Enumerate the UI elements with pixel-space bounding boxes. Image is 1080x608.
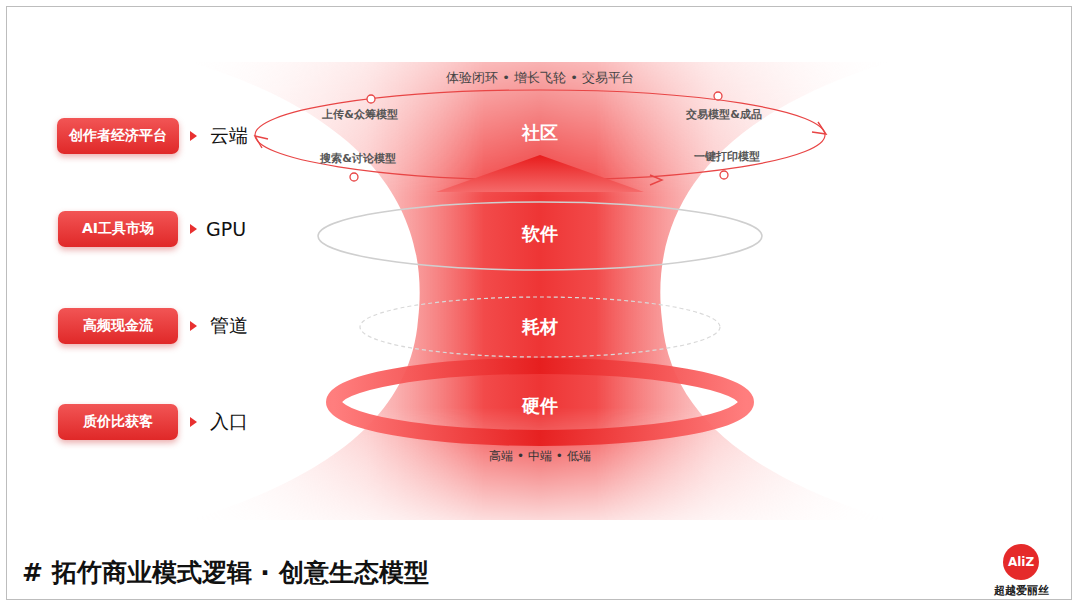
annotation: 一键打印模型 — [694, 149, 760, 164]
annotation: GPU — [206, 218, 246, 240]
node-text: 高频现金流 — [83, 317, 153, 335]
annotation: 管道 — [210, 313, 248, 339]
annotation: 入口 — [210, 409, 248, 435]
node-text: 耗材 — [522, 315, 558, 339]
funnel-layer: 软件 — [517, 221, 563, 247]
funnel-layer: 耗材 — [517, 314, 563, 340]
node-text: 社区 — [522, 121, 558, 145]
funnel-layer: 硬件 — [517, 393, 563, 419]
role-pill: AI工具市场 — [58, 211, 178, 247]
annotation: 上传&众筹模型 — [322, 107, 398, 122]
annotation: 高端 • 中端 • 低端 — [489, 448, 590, 465]
annotation: 云端 — [210, 123, 248, 149]
funnel-layer: 社区 — [517, 120, 563, 146]
node-text: 软件 — [522, 222, 558, 246]
logo-mark: AliZ — [1008, 555, 1034, 569]
node-text: 创作者经济平台 — [69, 127, 167, 145]
annotation: 交易模型&成品 — [686, 107, 762, 122]
role-pill: 质价比获客 — [58, 404, 178, 440]
node-text: AI工具市场 — [82, 220, 154, 238]
annotation: 体验闭环 • 增长飞轮 • 交易平台 — [446, 69, 634, 87]
role-pill: 创作者经济平台 — [57, 118, 179, 154]
node-text: 硬件 — [522, 394, 558, 418]
page-title: # 拓竹商业模式逻辑 · 创意生态模型 — [22, 556, 429, 589]
node-text: 质价比获客 — [83, 413, 153, 431]
role-pill: 高频现金流 — [58, 308, 178, 344]
annotation: 搜索&讨论模型 — [320, 151, 396, 166]
logo-text: 超越爱丽丝 — [994, 583, 1049, 598]
